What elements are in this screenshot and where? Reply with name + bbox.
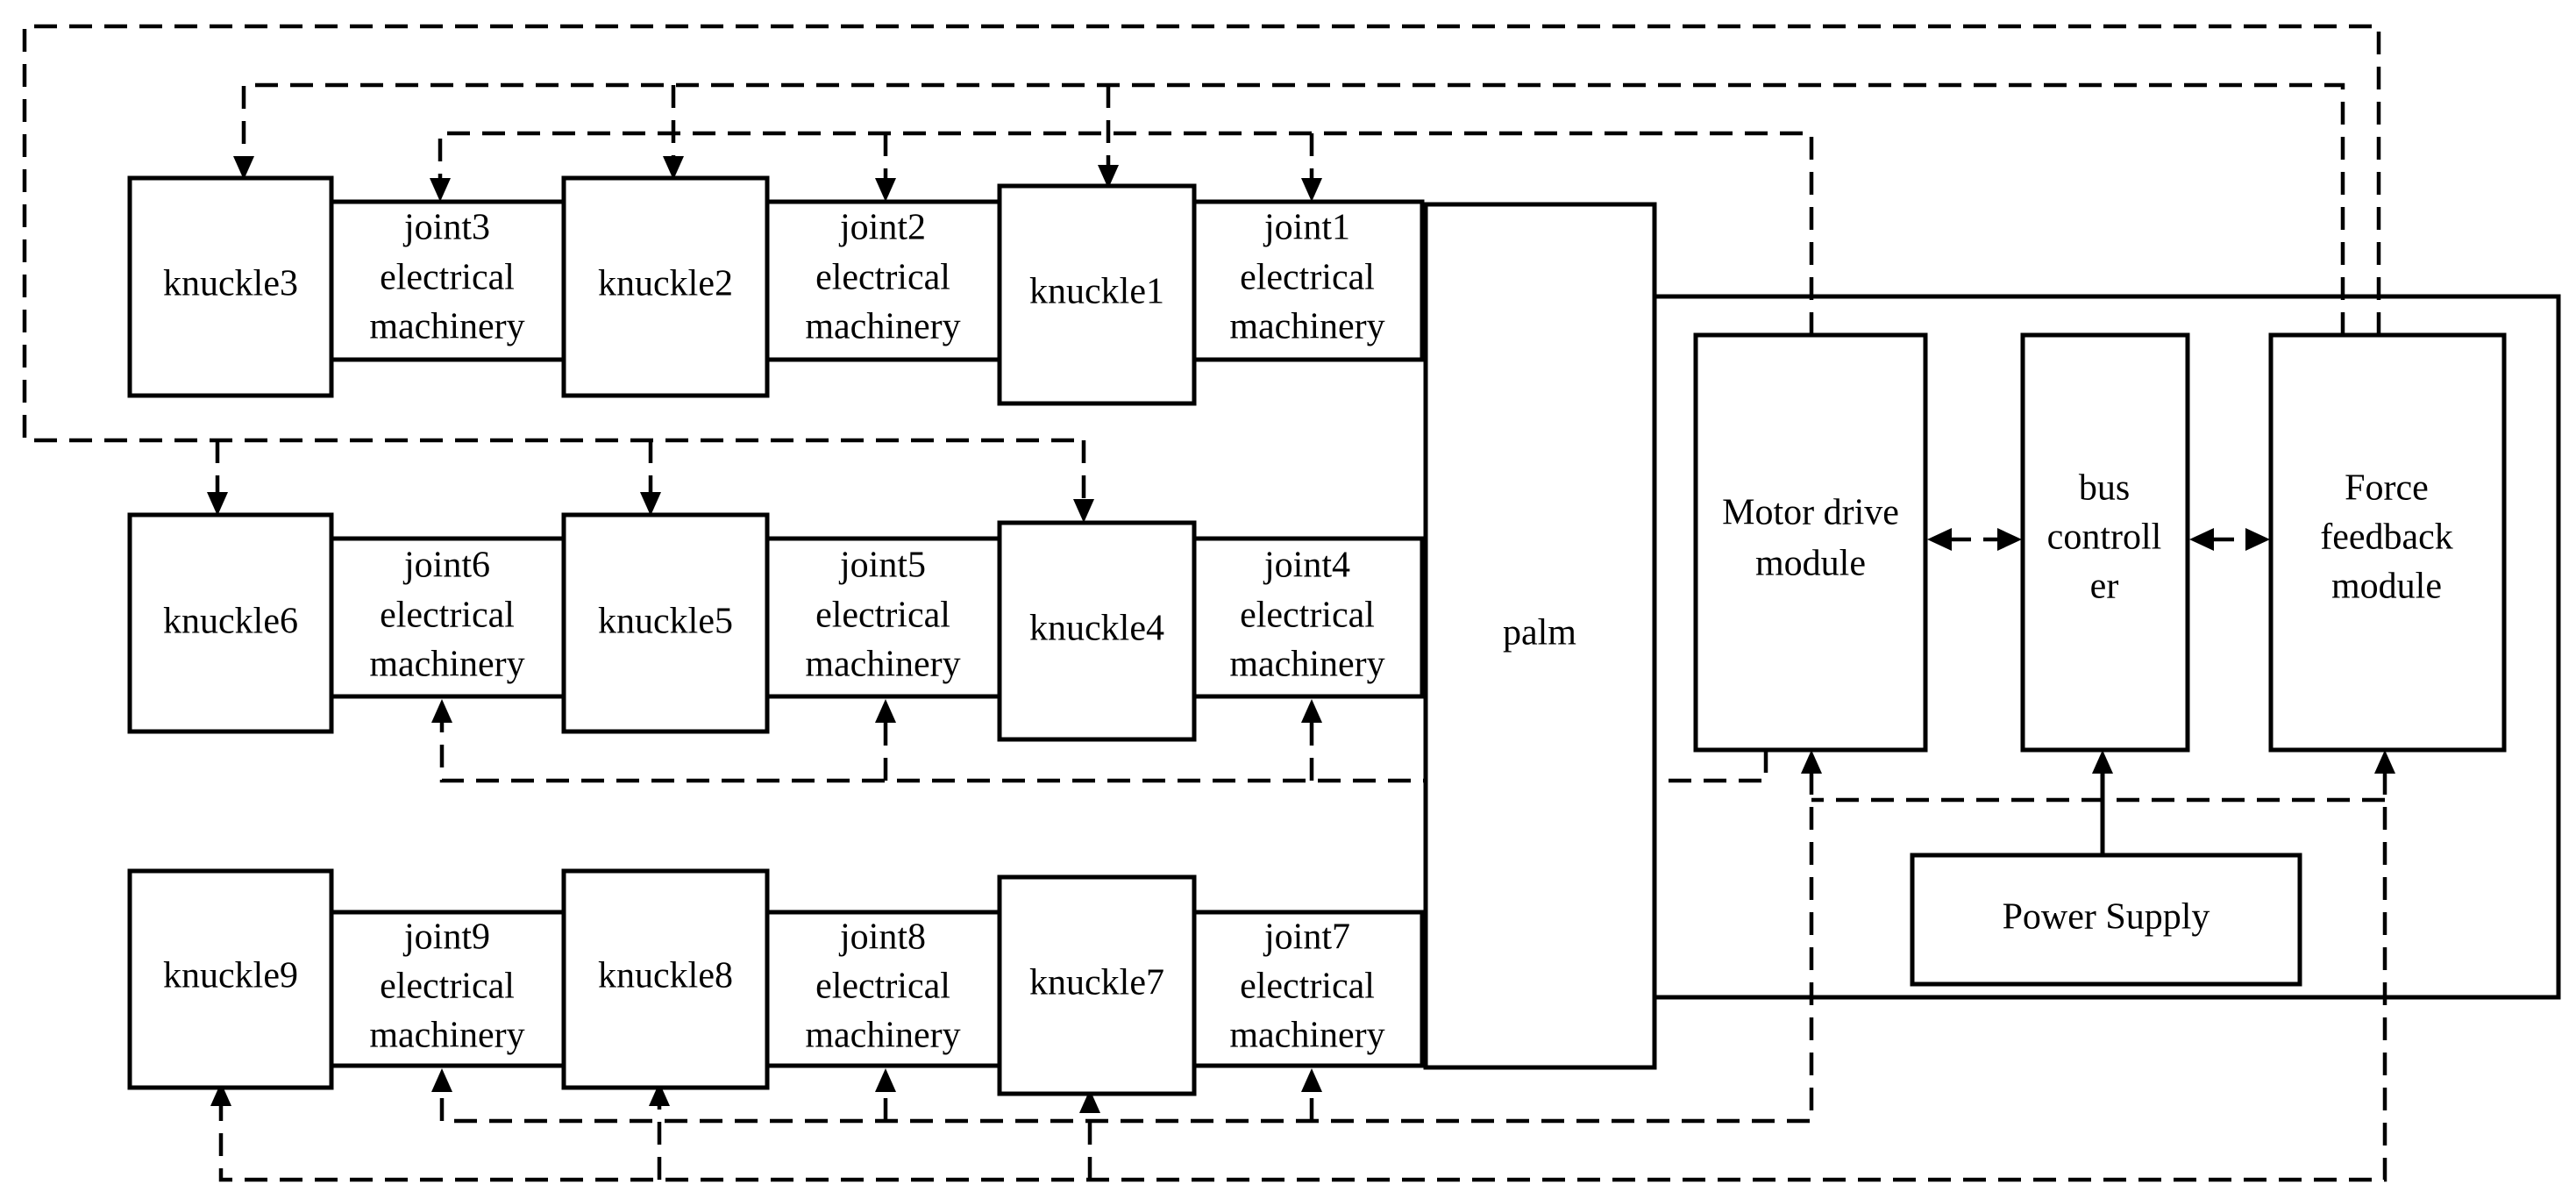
knuckle9-label: knuckle9 <box>163 956 298 996</box>
joint9-label-line2: electrical <box>380 967 515 1007</box>
force-feedback-row1-bus <box>241 82 2345 335</box>
joint5-label-line2: electrical <box>815 596 950 636</box>
motor-to-row2-joints-bus <box>439 717 1768 783</box>
motor-to-row3-joints-bus <box>439 772 1814 1124</box>
palm-label: palm <box>1503 613 1576 653</box>
joint3-label-line3: machinery <box>369 307 524 347</box>
force-feedback-module-box <box>2268 332 2507 753</box>
knuckle9-box <box>127 868 334 1090</box>
joint3-label-line1: joint3 <box>402 208 490 248</box>
knuckle1-box <box>997 183 1197 406</box>
joint-row-2 <box>326 536 1425 699</box>
force-feedback-row3-bus <box>218 772 2387 1182</box>
joint4-box <box>1190 536 1425 699</box>
joint8-label-line3: machinery <box>805 1016 960 1056</box>
joint4-label-line1: joint4 <box>1263 546 1350 586</box>
bus-controller-label-line1: bus <box>2079 468 2130 509</box>
joint2-label-line1: joint2 <box>838 208 926 248</box>
knuckle2-label: knuckle2 <box>598 264 733 304</box>
joint2-label-line3: machinery <box>805 307 960 347</box>
knuckles <box>127 175 1197 1096</box>
joint9-label-line1: joint9 <box>402 917 490 958</box>
joint9-label-line3: machinery <box>369 1016 524 1056</box>
joint2-label-line2: electrical <box>815 258 950 298</box>
knuckle3-box <box>127 175 334 398</box>
joint3-box <box>326 199 568 362</box>
power-supply-box <box>1910 853 2302 987</box>
knuckle6-label: knuckle6 <box>163 602 298 642</box>
joint6-label-line1: joint6 <box>402 546 490 586</box>
dashed-signal-lines <box>22 24 2387 1182</box>
knuckle1-label: knuckle1 <box>1029 272 1164 312</box>
knuckle5-label: knuckle5 <box>598 602 733 642</box>
joint6-label-line3: machinery <box>369 645 524 685</box>
motor-drive-label-line2: module <box>1755 544 1866 584</box>
signal-arrowheads <box>207 156 2395 1113</box>
palm-box <box>1423 202 1657 1070</box>
force-feedback-label-line1: Force <box>2345 468 2429 509</box>
joint7-label-line3: machinery <box>1229 1016 1384 1056</box>
joint1-label-line2: electrical <box>1240 258 1375 298</box>
labels: knuckle3 knuckle2 knuckle1 knuckle6 knuc… <box>163 208 2453 1056</box>
knuckle3-label: knuckle3 <box>163 264 298 304</box>
power-supply-label: Power Supply <box>2003 897 2210 938</box>
joint5-label-line3: machinery <box>805 645 960 685</box>
joint4-label-line2: electrical <box>1240 596 1375 636</box>
joint7-label-line1: joint7 <box>1263 917 1350 958</box>
knuckle8-box <box>561 868 770 1090</box>
motor-drive-module-box <box>1693 332 1928 753</box>
joint8-label-line2: electrical <box>815 967 950 1007</box>
joint8-label-line1: joint8 <box>838 917 926 958</box>
joint1-label-line1: joint1 <box>1263 208 1350 248</box>
joint3-label-line2: electrical <box>380 258 515 298</box>
palm-to-controller-enclosure-line <box>1654 294 2561 1000</box>
bus-controller-label-line2: controll <box>2047 517 2162 558</box>
bus-controller-label-line3: er <box>2090 567 2119 607</box>
knuckle5-box <box>561 512 770 734</box>
motor-to-row1-joints-bus <box>438 131 1814 335</box>
motor-drive-label-line1: Motor drive <box>1722 493 1899 533</box>
knuckle7-box <box>997 874 1197 1096</box>
joint6-label-line2: electrical <box>380 596 515 636</box>
joint5-label-line1: joint5 <box>838 546 926 586</box>
joint1-label-line3: machinery <box>1229 307 1384 347</box>
knuckle6-box <box>127 512 334 734</box>
bus-controller-box <box>2020 332 2190 753</box>
knuckle4-label: knuckle4 <box>1029 609 1164 649</box>
joint4-label-line3: machinery <box>1229 645 1384 685</box>
power-to-bus-arrow <box>2092 750 2113 774</box>
module-bidirectional-links <box>1927 528 2270 551</box>
force-feedback-label-line3: module <box>2331 567 2442 607</box>
joint5-box <box>762 536 1004 699</box>
knuckle4-box <box>997 520 1197 742</box>
knuckle2-box <box>561 175 770 398</box>
knuckle8-label: knuckle8 <box>598 956 733 996</box>
force-feedback-label-line2: feedback <box>2320 517 2453 558</box>
joint-row-3 <box>326 910 1425 1068</box>
knuckle7-label: knuckle7 <box>1029 963 1164 1003</box>
joint6-box <box>326 536 568 699</box>
joint1-box <box>1190 199 1425 362</box>
joint7-label-line2: electrical <box>1240 967 1375 1007</box>
